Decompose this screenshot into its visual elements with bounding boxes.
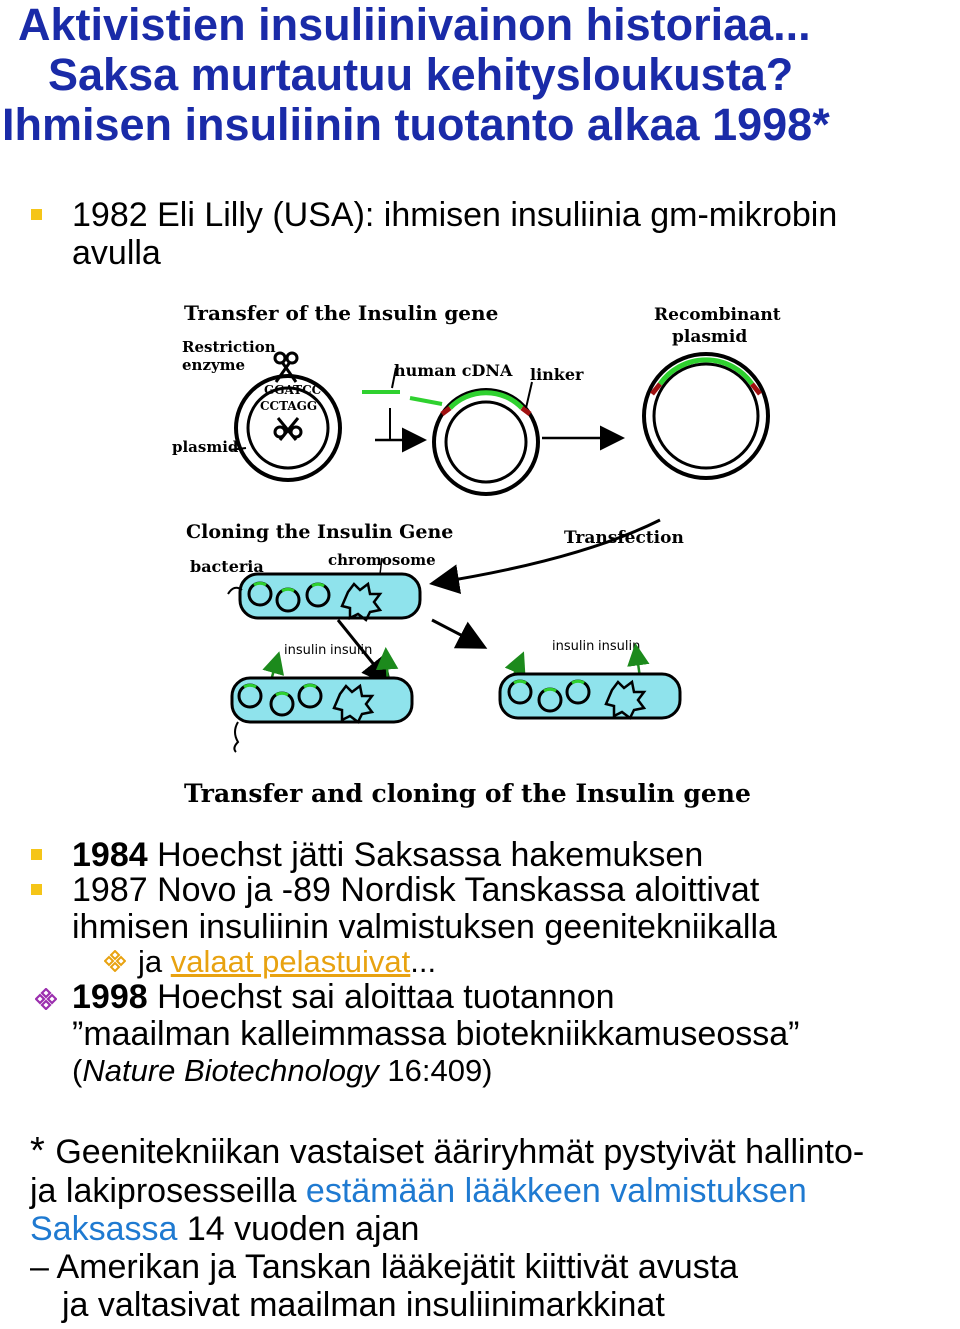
diamond-bullet-icon	[104, 950, 126, 972]
bacterium-top	[227, 572, 422, 622]
plasmid-circle-1	[234, 374, 342, 482]
recombinant-plasmid-label: plasmid	[672, 327, 747, 347]
bullet-1998-year: 1998	[72, 978, 148, 1016]
footnote-text-3a: Saksassa	[30, 1210, 178, 1248]
title-line-3: Ihmisen insuliinin tuotanto alkaa 1998*	[2, 99, 830, 150]
sub-bullet-whales: ja valaat pelastuivat...	[138, 943, 436, 981]
bullet-1998-line2: ”maailman kalleimmassa biotekniikkamuseo…	[72, 1015, 800, 1053]
footnote-text-1: Geenitekniikan vastaiset ääriryhmät pyst…	[55, 1133, 865, 1171]
scissors-icon	[273, 351, 303, 441]
human-cdna-label: human cDNA	[394, 361, 513, 380]
diamond-bullet-icon	[35, 988, 57, 1010]
footnote-line-1: * Geenitekniikan vastaiset ääriryhmät py…	[30, 1132, 864, 1171]
linker-label: linker	[530, 365, 584, 384]
footnote-text-3b: 14 vuoden ajan	[177, 1210, 420, 1248]
figure-caption: Transfer and cloning of the Insulin gene	[184, 779, 751, 808]
reference-number: 16:409)	[378, 1053, 493, 1088]
insulin-gene-figure: Transfer of the Insulin gene Restriction…	[172, 301, 781, 808]
bullet-1998-text: Hoechst sai aloittaa tuotannon	[147, 978, 615, 1016]
footnote-text-2a: ja lakiprosesseilla	[30, 1172, 306, 1210]
cctagg-label: CCTAGG	[260, 399, 317, 413]
bullet-1998-reference: (Nature Biotechnology 16:409)	[72, 1052, 493, 1090]
journal-name: Nature Biotechnology	[82, 1053, 379, 1088]
bullet-1987-line2: ihmisen insuliinin valmistuksen geenitek…	[72, 908, 777, 946]
footnote-star: *	[30, 1130, 56, 1172]
bullet-1982-line2: avulla	[72, 234, 161, 272]
bullet-1982-line1: 1982 Eli Lilly (USA): ihmisen insuliinia…	[72, 196, 838, 234]
recombinant-label: Recombinant	[654, 305, 781, 325]
square-bullet-icon	[31, 209, 42, 220]
footnote-line-5: ja valtasivat maailman insuliinimarkkina…	[62, 1286, 665, 1324]
bullet-1984-year: 1984	[72, 836, 148, 874]
footnote-line-2: ja lakiprosesseilla estämään lääkkeen va…	[30, 1172, 807, 1210]
reference-paren: (	[72, 1053, 83, 1088]
bacterium-bottom-left	[230, 676, 414, 753]
square-bullet-icon	[31, 849, 42, 860]
cdna-segment-2	[409, 396, 443, 406]
bacterium-bottom-right	[498, 672, 682, 720]
recombinant-plasmid-circle	[642, 352, 770, 480]
cloning-title: Cloning the Insulin Gene	[186, 521, 453, 543]
enzyme-label: enzyme	[182, 356, 245, 374]
insulin-label-a2: insulin	[330, 643, 372, 658]
plasmid-label: plasmid	[172, 438, 239, 456]
bullet-1987-line1: 1987 Novo ja -89 Nordisk Tanskassa aloit…	[72, 871, 760, 909]
transfection-label: Transfection	[564, 528, 684, 548]
insulin-label-a1: insulin	[284, 643, 326, 658]
bullet-1984-text: Hoechst jätti Saksassa hakemuksen	[147, 836, 704, 874]
footnote-text-2b: estämään lääkkeen valmistuksen	[305, 1172, 807, 1210]
square-bullet-icon	[31, 884, 42, 895]
bullet-1998-line1: 1998 Hoechst sai aloittaa tuotannon	[72, 978, 615, 1016]
title-line-1: Aktivistien insuliinivainon historiaa...	[18, 0, 811, 50]
sub-bullet-dots: ...	[410, 944, 437, 979]
footnote-line-4: – Amerikan ja Tanskan lääkejätit kiittiv…	[30, 1248, 739, 1286]
bullet-1984: 1984 Hoechst jätti Saksassa hakemuksen	[72, 836, 703, 874]
bacteria-label: bacteria	[190, 557, 264, 576]
valaat-pelastuivat-link[interactable]: valaat pelastuivat	[170, 944, 411, 979]
transfer-title: Transfer of the Insulin gene	[184, 301, 498, 325]
insulin-label-b1: insulin	[552, 639, 594, 654]
title-line-2: Saksa murtautuu kehitysloukusta?	[48, 49, 794, 100]
footnote-line-3: Saksassa 14 vuoden ajan	[30, 1210, 419, 1248]
plasmid-circle-2	[432, 388, 540, 496]
insulin-label-b2: insulin	[598, 639, 640, 654]
sub-bullet-ja: ja	[138, 944, 171, 979]
restriction-label: Restriction	[182, 338, 276, 356]
